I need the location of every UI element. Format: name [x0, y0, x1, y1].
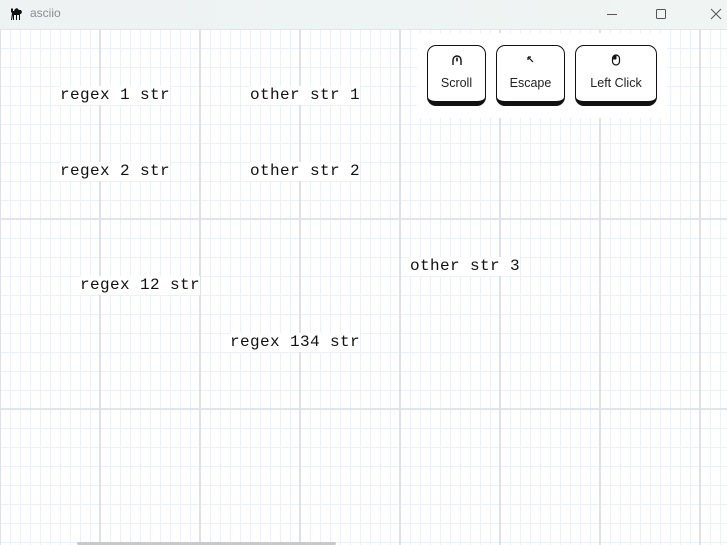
text-element[interactable]: regex 1 str — [60, 86, 171, 105]
text-element[interactable]: regex 12 str — [80, 276, 201, 295]
maximize-button[interactable] — [638, 0, 684, 29]
key-scroll: Scroll — [427, 45, 486, 106]
text-element[interactable]: other str 2 — [250, 162, 361, 181]
camel-icon — [9, 6, 23, 20]
title-bar[interactable]: asciio — [0, 0, 727, 29]
window-title: asciio — [30, 6, 61, 20]
keystroke-overlay: Scroll Escape Left Click — [417, 33, 667, 118]
text-element[interactable]: regex 2 str — [60, 162, 171, 181]
cursor-arrow-icon — [526, 53, 536, 67]
key-label: Left Click — [590, 76, 642, 90]
text-element[interactable]: other str 1 — [250, 86, 361, 105]
horizontal-scrollbar[interactable] — [77, 542, 336, 545]
close-icon — [710, 5, 722, 24]
mouse-scroll-icon — [451, 53, 463, 67]
key-escape: Escape — [496, 45, 565, 106]
text-element[interactable]: other str 3 — [410, 257, 521, 276]
maximize-icon — [655, 5, 667, 24]
minimize-icon — [606, 5, 618, 24]
text-element[interactable]: regex 134 str — [230, 333, 361, 352]
key-label: Scroll — [440, 76, 473, 90]
close-button[interactable] — [693, 0, 727, 29]
key-label: Escape — [509, 76, 552, 90]
key-left-click: Left Click — [575, 45, 657, 106]
minimize-button[interactable] — [589, 0, 635, 29]
mouse-left-click-icon — [610, 53, 622, 67]
